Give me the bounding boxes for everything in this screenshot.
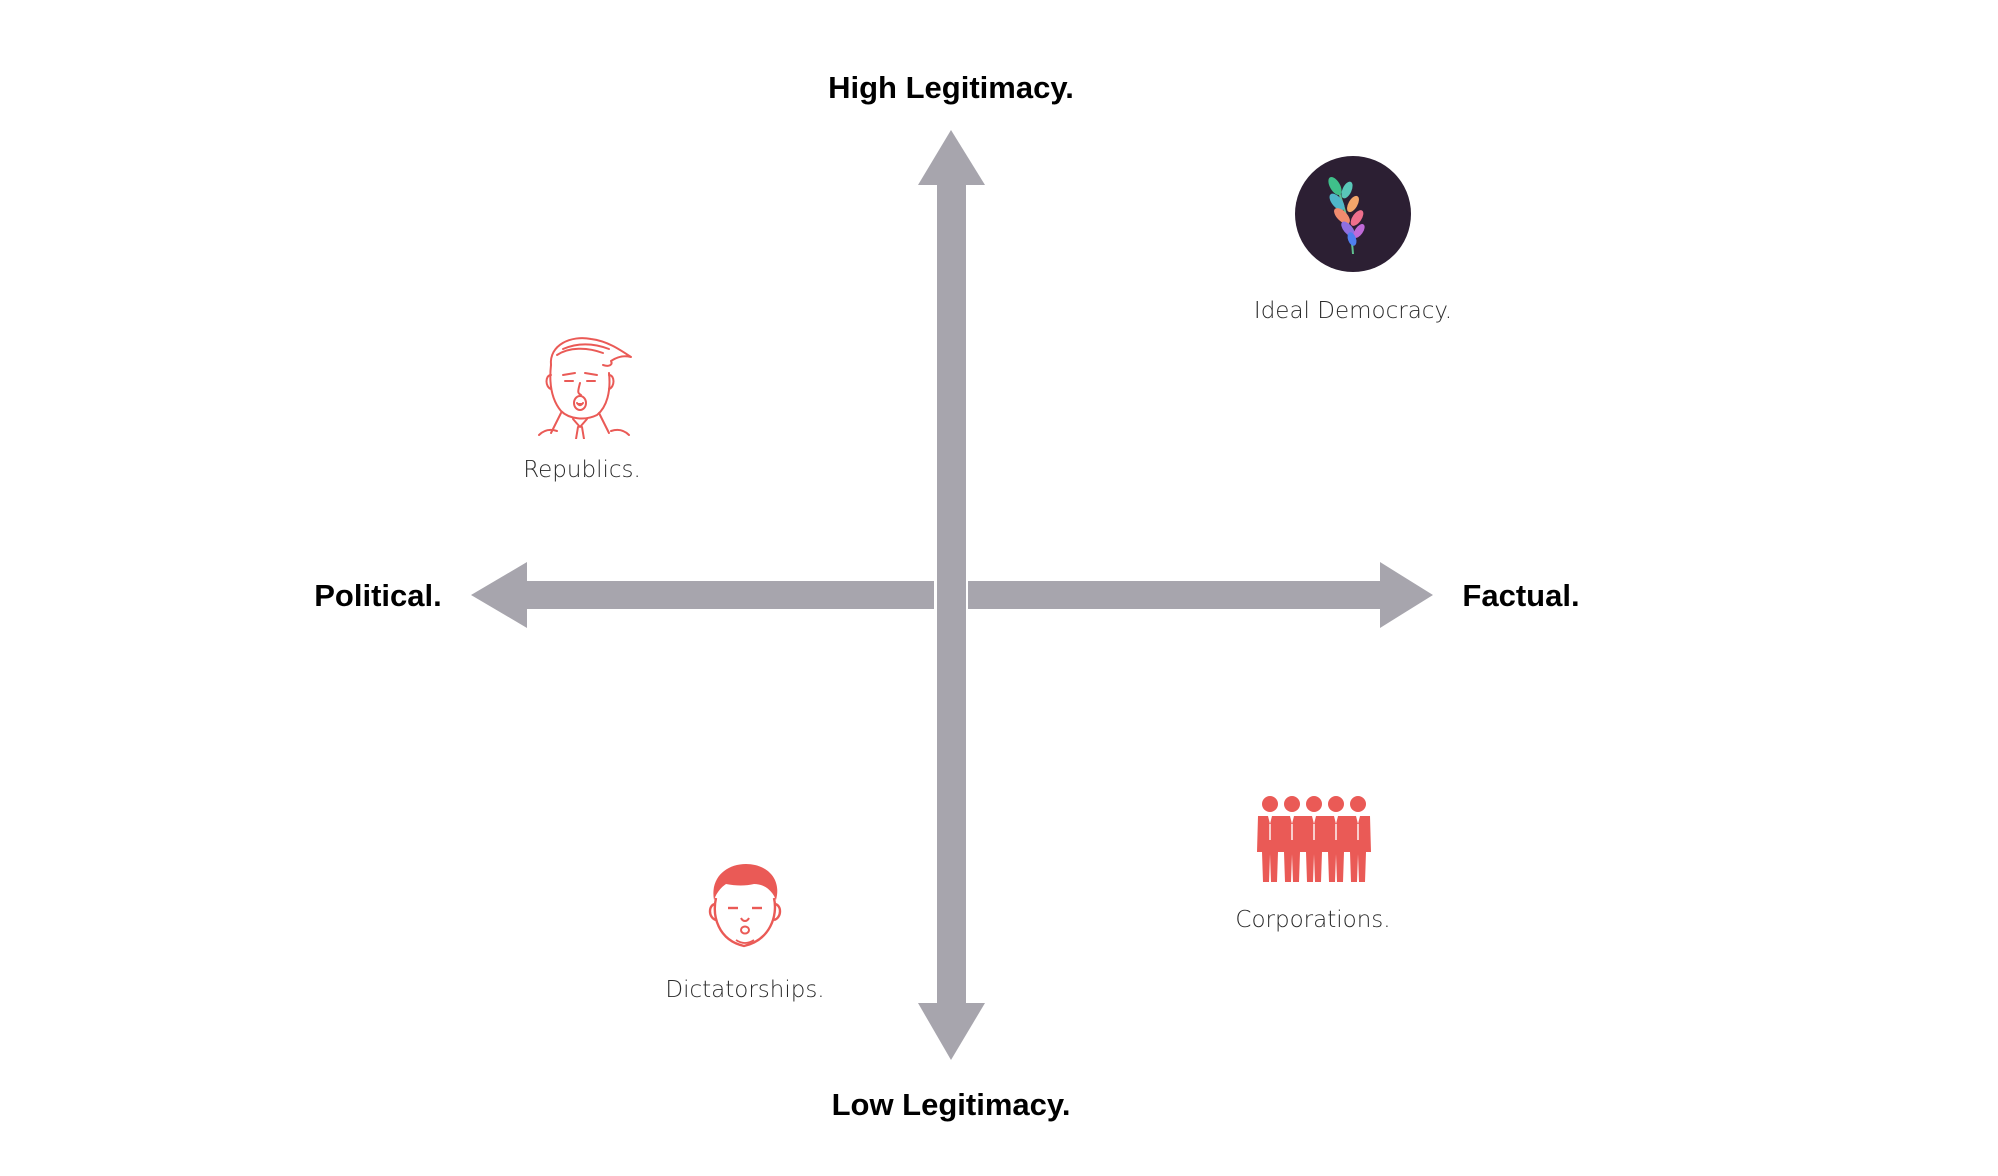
axis-label-political: Political.	[314, 578, 442, 613]
quadrant-label-dictatorships: Dictatorships.	[665, 977, 825, 1003]
vertical-arrow	[918, 130, 985, 1060]
axis-label-factual: Factual.	[1462, 578, 1580, 613]
axis-label-high-legitimacy: High Legitimacy.	[828, 70, 1074, 105]
axis-label-low-legitimacy: Low Legitimacy.	[831, 1087, 1071, 1122]
horizontal-arrow	[471, 562, 1433, 628]
quadrant-label-ideal-democracy: Ideal Democracy.	[1253, 298, 1453, 324]
kim-caricature-icon	[706, 860, 784, 950]
businessmen-group-icon	[1256, 794, 1372, 884]
quadrant-label-republics: Republics.	[523, 457, 641, 483]
quadrant-label-corporations: Corporations.	[1235, 907, 1391, 933]
trump-caricature-icon	[533, 331, 635, 439]
olive-branch-icon	[1295, 156, 1411, 272]
